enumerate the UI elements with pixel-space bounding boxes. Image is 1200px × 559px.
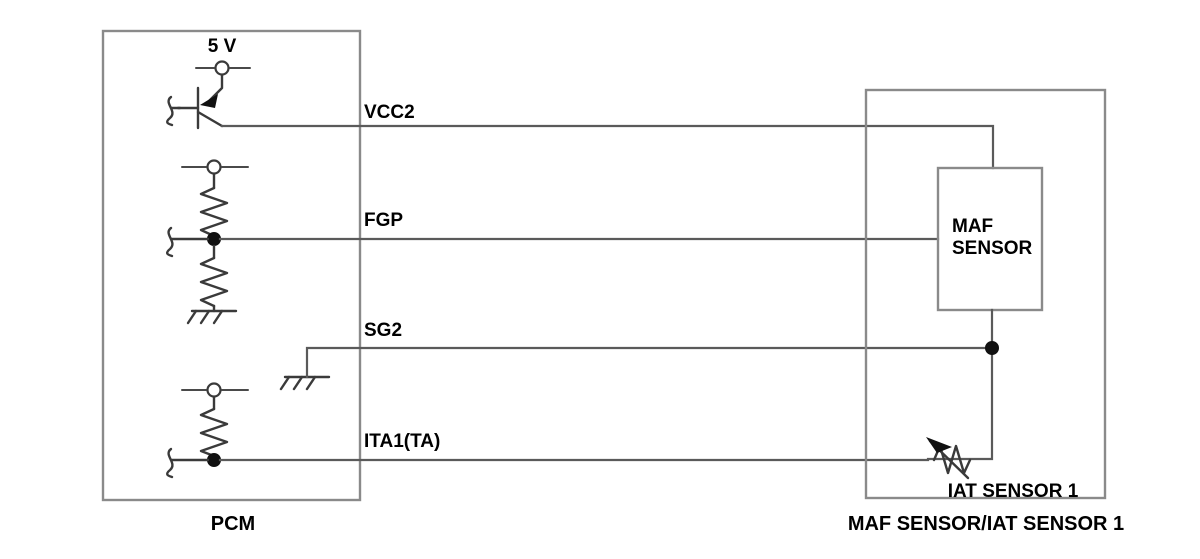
label-vcc2: VCC2: [364, 102, 415, 123]
transistor-arrow-icon: [200, 94, 218, 108]
thermistor-arrow-icon: [926, 437, 952, 453]
label-fgp: FGP: [364, 210, 403, 231]
label-ita1: ITA1(TA): [364, 431, 440, 452]
resistor-fgp-pulldown-icon: [199, 256, 229, 308]
vcc2-supply-node-group: [195, 60, 251, 76]
maf-sensor-label-line1: MAF: [952, 216, 993, 237]
junction-dot-sg2: [985, 341, 999, 355]
label-sg2: SG2: [364, 320, 402, 341]
supply-node-icon: [206, 382, 222, 398]
label-iat-sensor: IAT SENSOR 1: [948, 481, 1079, 502]
junction-dot-fgp: [207, 232, 221, 246]
caption-pcm: PCM: [211, 513, 255, 535]
ita1-supply-node-group: [181, 382, 249, 398]
junction-dot-ita1: [207, 453, 221, 467]
resistor-ita1-pullup-icon: [199, 407, 229, 458]
bjt-transistor-icon: [176, 86, 224, 130]
maf-sensor-block: [936, 166, 1044, 312]
pin-curl-ita1-icon: [166, 447, 174, 479]
wire-vcc2: [220, 124, 995, 170]
supply-node-icon: [206, 159, 222, 175]
fgp-supply-node-group: [181, 159, 249, 175]
pin-curl-fgp-icon: [166, 226, 174, 258]
ground-icon-sg2: [279, 375, 331, 391]
supply-node-icon: [214, 60, 230, 76]
pcm-enclosure: [101, 29, 362, 502]
pin-curl-vcc2-icon: [166, 95, 174, 127]
wire-maf-ground-return: [926, 308, 994, 461]
label-5v: 5 V: [208, 36, 237, 57]
caption-sensor-assembly: MAF SENSOR/IAT SENSOR 1: [848, 513, 1124, 535]
sensor-assembly-enclosure: [864, 88, 1107, 500]
ground-icon-fgp: [186, 309, 238, 325]
thermistor-icon: [926, 437, 972, 480]
resistor-fgp-pullup-icon: [199, 186, 229, 238]
wire-sg2: [305, 346, 994, 379]
maf-sensor-label-line2: SENSOR: [952, 238, 1033, 259]
